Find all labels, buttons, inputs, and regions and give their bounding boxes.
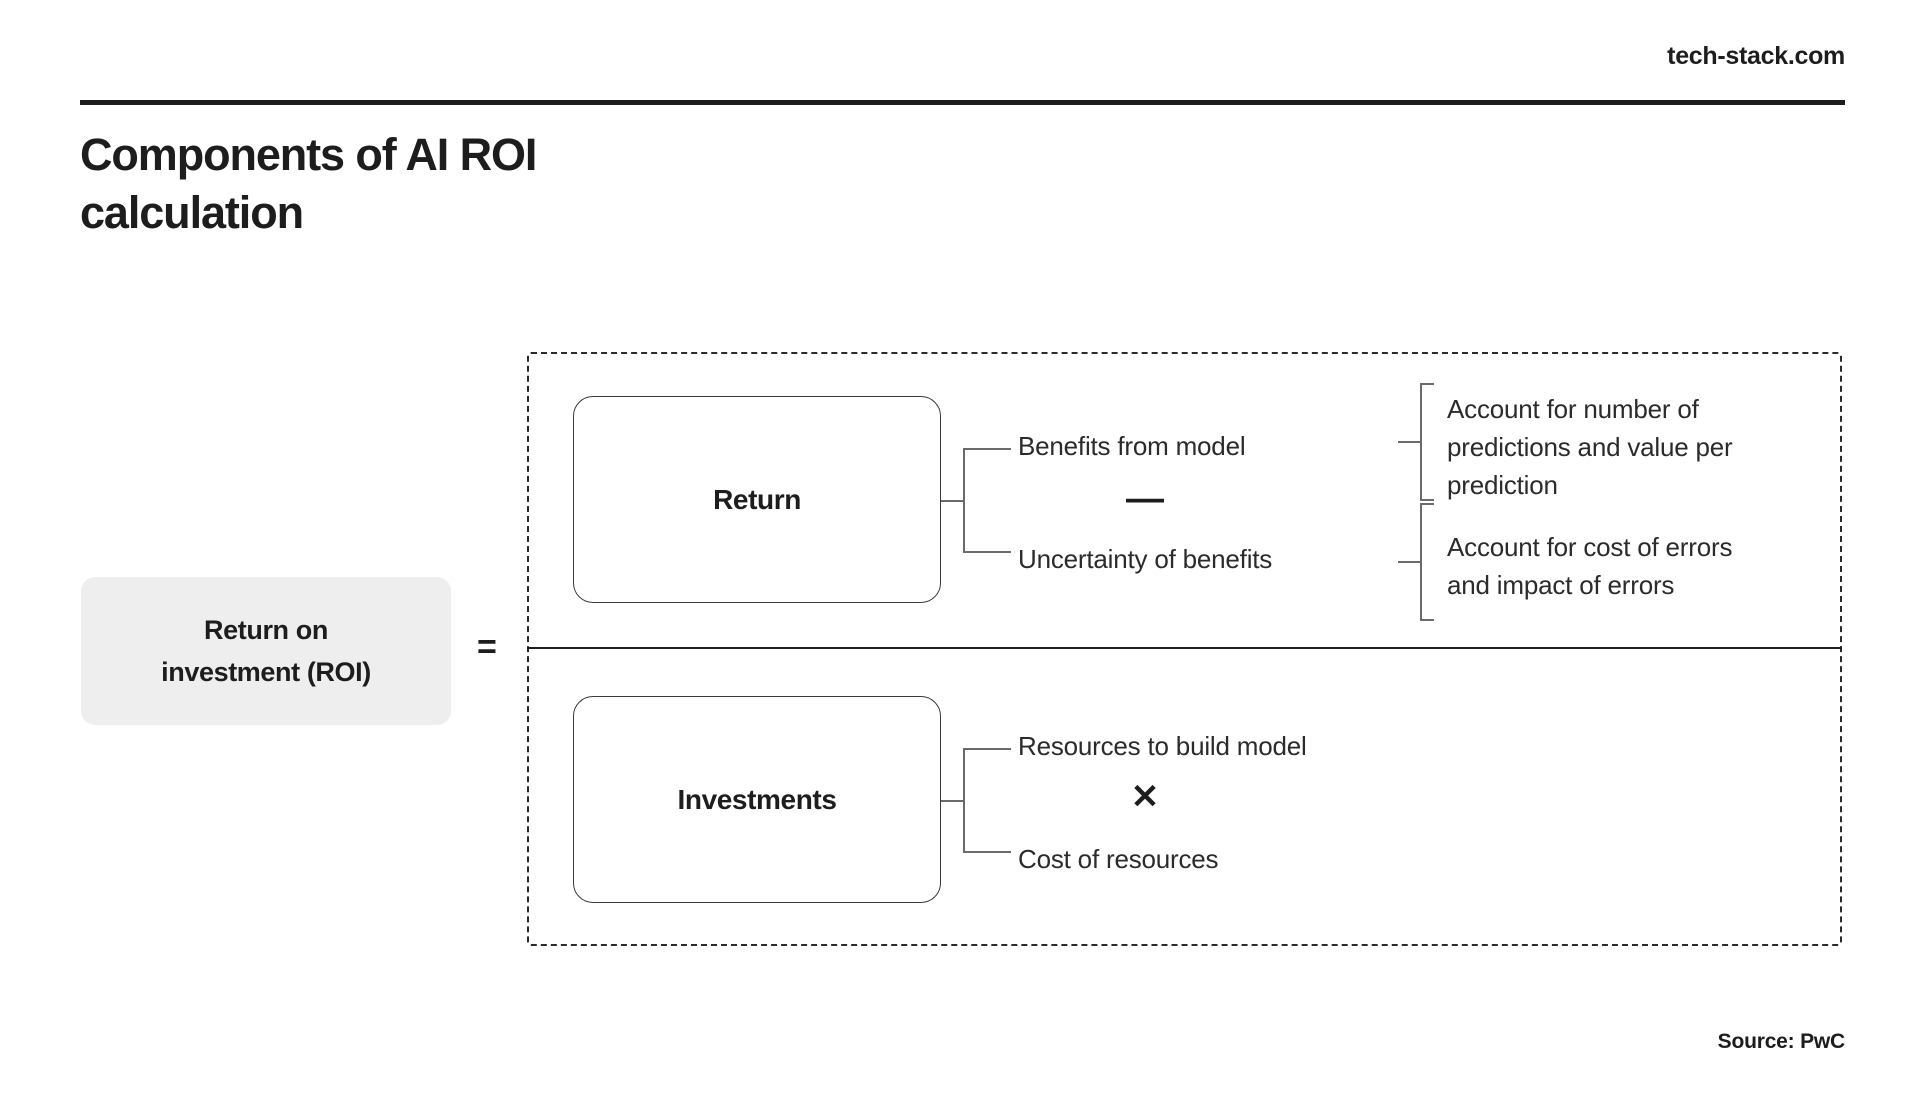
investments-node-box: Investments [573,696,941,903]
denominator-item-cost: Cost of resources [1018,844,1219,874]
bracket-stem [1398,441,1422,443]
roi-result-pill: Return on investment (ROI) [81,577,451,725]
detail-bracket-predictions [1398,383,1434,501]
return-node-label: Return [713,483,801,515]
connector-arm-bottom [963,851,1011,853]
return-branch-connector [941,448,1011,553]
site-logo: tech-stack.com [1667,42,1845,70]
roi-result-label: Return on investment (ROI) [161,615,371,687]
equals-operator: = [477,628,497,666]
connector-arm-top [963,448,1011,450]
investments-branch-connector [941,748,1011,853]
denominator-item-resources: Resources to build model [1018,731,1307,761]
multiply-operator: ✕ [1130,778,1160,816]
bracket-body [1420,503,1434,621]
page-title: Components of AI ROI calculation [80,129,537,238]
fraction-divider-line [527,647,1842,649]
formula-dashed-frame [527,352,1842,946]
numerator-item-benefits: Benefits from model [1018,431,1246,461]
investments-node-label: Investments [677,783,837,815]
connector-arm-top [963,748,1011,750]
minus-operator: — [1126,478,1164,520]
connector-spine [963,748,965,853]
numerator-item-uncertainty: Uncertainty of benefits [1018,544,1273,574]
bracket-body [1420,383,1434,501]
connector-arm-bottom [963,551,1011,553]
detail-bracket-errors [1398,503,1434,621]
bracket-stem [1398,561,1422,563]
detail-text-predictions: Account for number of predictions and va… [1447,394,1733,500]
detail-text-errors: Account for cost of errors and impact of… [1447,532,1733,600]
connector-spine [963,448,965,553]
return-node-box: Return [573,396,941,603]
connector-stem [941,499,963,502]
source-attribution: Source: PwC [1717,1030,1846,1053]
header-divider [80,100,1845,105]
connector-stem [941,799,963,802]
